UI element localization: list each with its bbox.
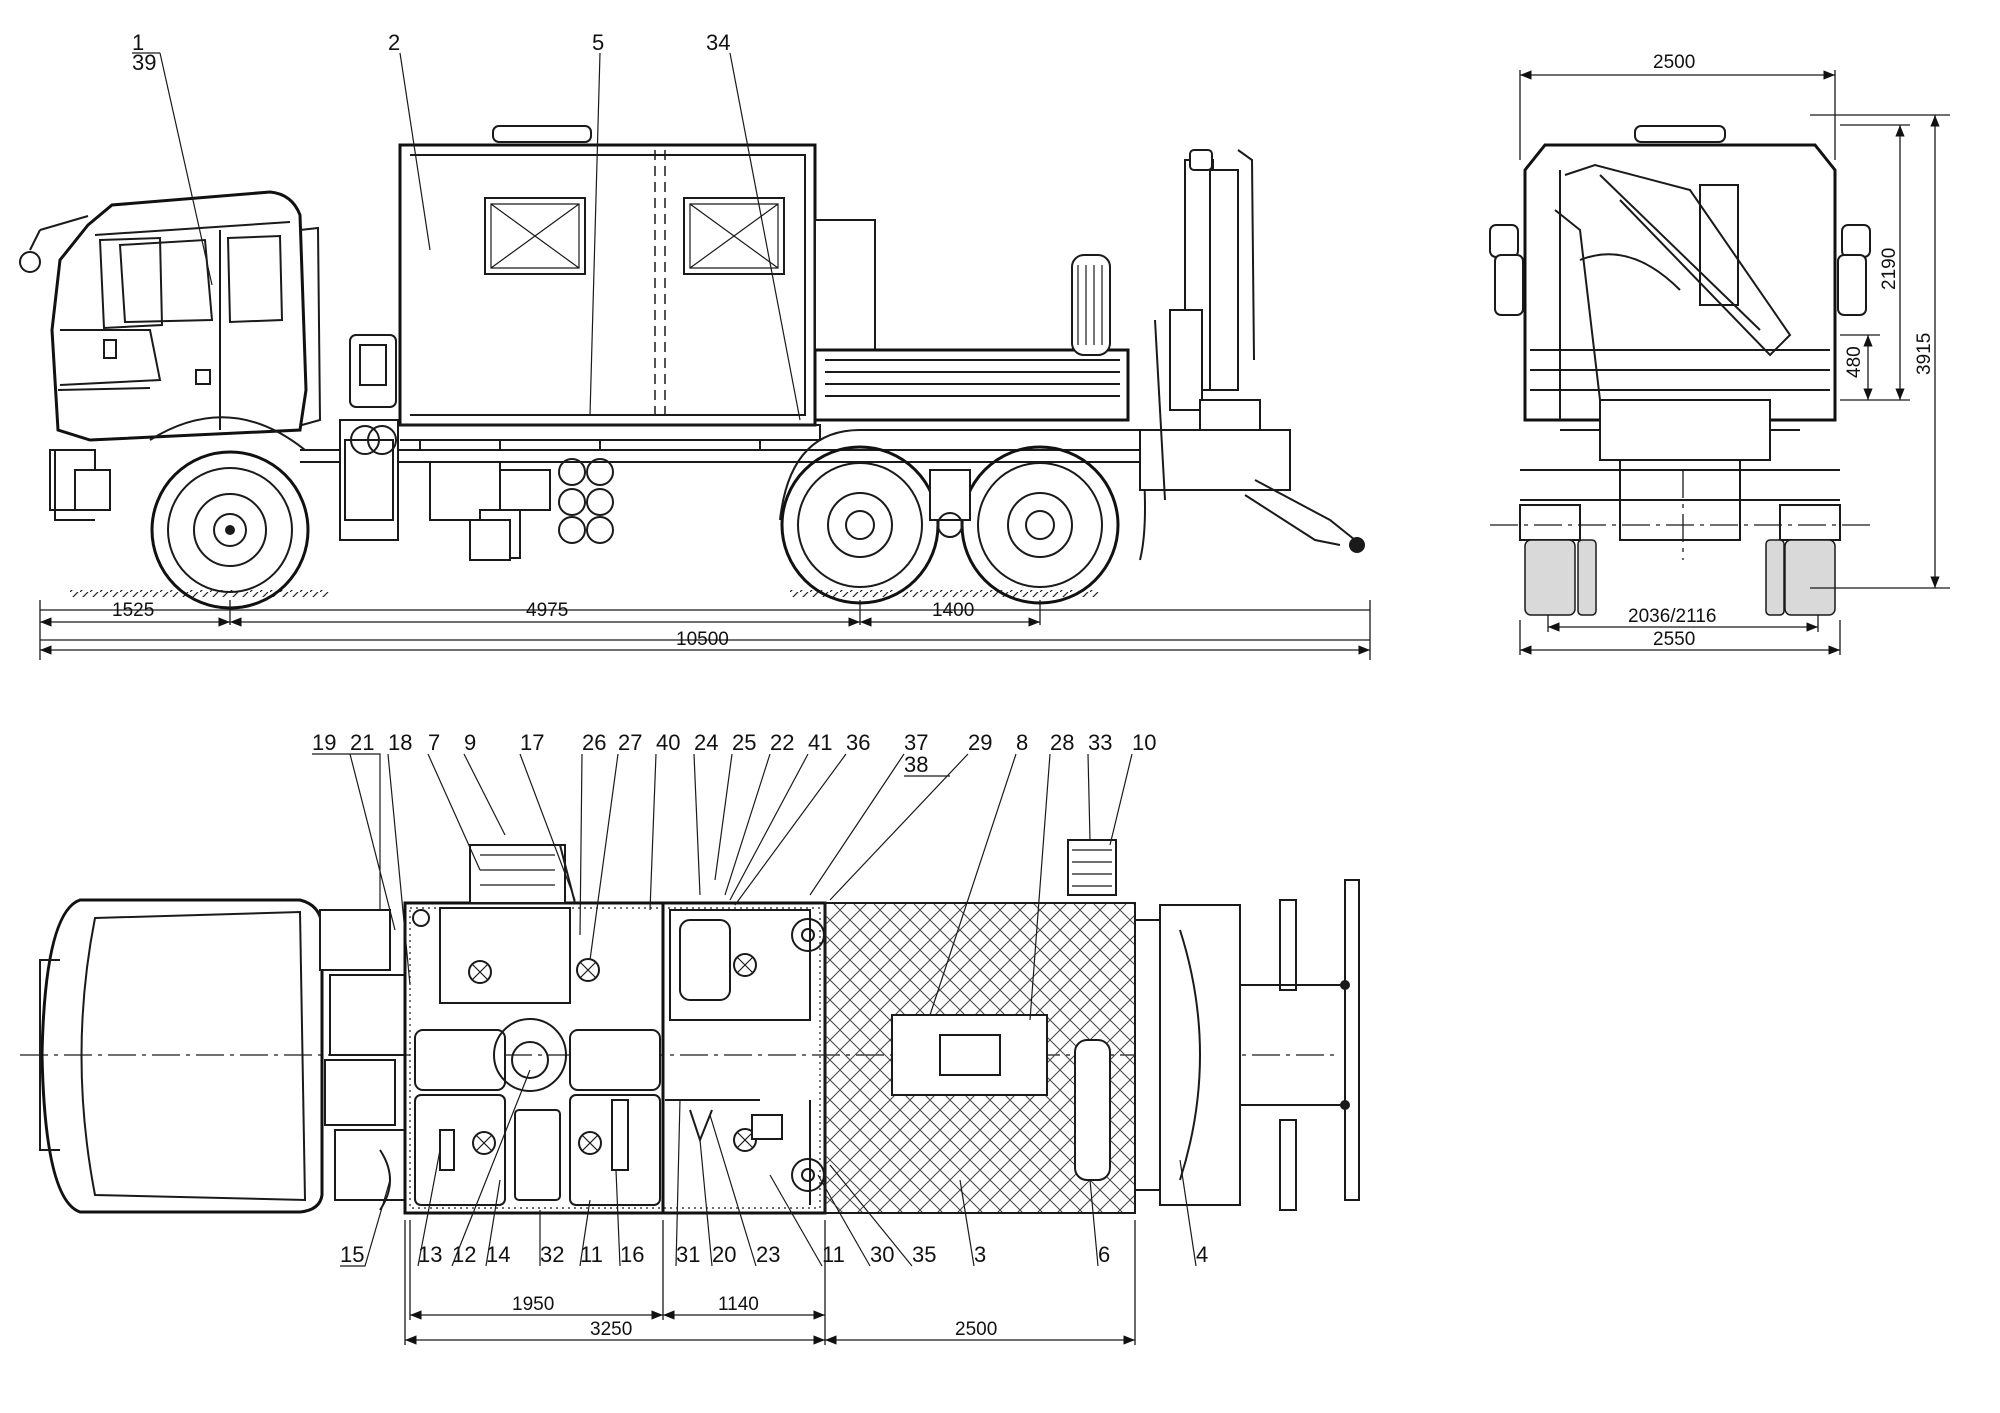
dim-overall-height: 3915 [1914,333,1935,375]
callout-30: 30 [870,1242,894,1267]
callout-2: 2 [388,30,400,55]
underbody-equipment [339,334,614,561]
callout-5: 5 [592,30,604,55]
dim-floor-offset: 480 [1844,346,1865,378]
callout-36: 36 [846,730,870,755]
compartment-plan [403,844,827,1215]
callout-22: 22 [770,730,794,755]
callout-3: 3 [974,1242,986,1267]
callout-16: 16 [620,1242,644,1267]
ground-hatch-front [70,590,330,597]
dim-overall-width: 2550 [1653,629,1695,650]
callout-32: 32 [540,1242,564,1267]
dim-axle-spacing: 1400 [932,600,974,621]
dim-wheelbase: 4975 [526,600,568,621]
callout-41: 41 [808,730,832,755]
dim-section-1: 1950 [512,1294,554,1315]
dim-open-platform: 2500 [955,1319,997,1340]
loader-crane [1139,149,1365,553]
callout-9: 9 [464,730,476,755]
chassis-frame [300,449,1161,463]
cab-plan [39,898,406,1214]
dim-section-2: 1140 [718,1294,759,1315]
side-dimensions: 1525 4975 1400 10500 [39,600,1371,660]
callout-17: 17 [520,730,544,755]
side-view: 1 39 2 5 34 1525 4975 1400 10500 [19,30,1371,660]
crane-plan [1134,879,1360,1211]
side-callouts: 1 39 2 5 34 [132,30,801,421]
plan-callouts-top: 19 21 18 7 9 17 26 27 40 24 25 22 41 36 … [312,730,1156,1021]
callout-21: 21 [350,730,374,755]
ground-hatch-rear [790,590,1100,597]
rear-wheels [779,429,1146,605]
callout-23: 23 [756,1242,780,1267]
callout-27: 27 [618,730,642,755]
callout-14: 14 [486,1242,510,1267]
callout-31: 31 [676,1242,700,1267]
callout-4: 4 [1196,1242,1208,1267]
dim-compartment-total: 3250 [590,1319,632,1340]
callout-28: 28 [1050,730,1074,755]
front-wheel [149,416,310,610]
plan-dimensions: 1950 1140 3250 2500 [404,1220,1136,1345]
callout-11: 11 [580,1242,603,1267]
callout-12: 12 [452,1242,476,1267]
callout-38: 38 [904,752,928,777]
callout-33: 33 [1088,730,1112,755]
callout-11b: 11 [822,1242,845,1267]
callout-8: 8 [1016,730,1028,755]
callout-25: 25 [732,730,756,755]
callout-39: 39 [132,50,156,75]
callout-26: 26 [582,730,606,755]
cab [19,190,322,521]
callout-1: 1 [132,30,144,55]
dim-body-width: 2500 [1653,52,1695,73]
callout-40: 40 [656,730,680,755]
dim-body-height: 2190 [1879,248,1900,290]
dim-track: 2036/2116 [1628,606,1716,627]
callout-24: 24 [694,730,718,755]
callout-15: 15 [340,1242,364,1267]
callout-29: 29 [968,730,992,755]
callout-19: 19 [312,730,336,755]
platform-plan [824,839,1136,1214]
dim-overall-length: 10500 [676,629,729,650]
dim-front-overhang: 1525 [112,600,154,621]
plan-callouts-bottom: 15 13 12 14 32 11 16 31 20 23 11 30 35 3… [340,1069,1208,1267]
callout-34: 34 [706,30,730,55]
plan-view: 19 21 18 7 9 17 26 27 40 24 25 22 41 36 … [20,730,1360,1345]
callout-7: 7 [428,730,440,755]
open-platform [815,254,1130,422]
callout-37: 37 [904,730,928,755]
callout-6: 6 [1098,1242,1110,1267]
callout-35: 35 [912,1242,936,1267]
rear-view: 2500 2190 480 3915 2036/2116 2550 [1489,52,1950,655]
body-compartment [398,125,876,450]
callout-20: 20 [712,1242,736,1267]
callout-10: 10 [1132,730,1156,755]
callout-18: 18 [388,730,412,755]
